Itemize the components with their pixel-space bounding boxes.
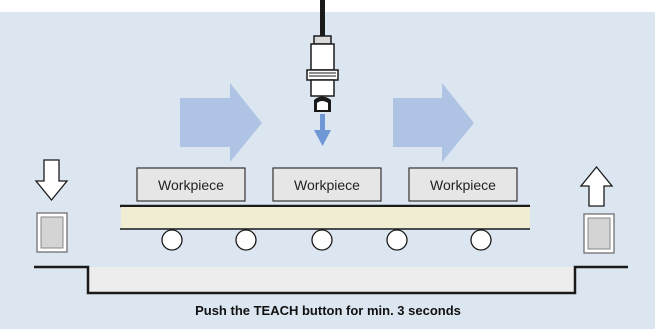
teach-button-released-icon	[583, 213, 615, 254]
workpiece-label: Workpiece	[430, 177, 496, 193]
flow-arrow-left-icon	[180, 83, 262, 162]
flow-arrow-right-icon	[393, 83, 474, 162]
workpiece-3: Workpiece	[408, 167, 518, 202]
workpiece-label: Workpiece	[294, 177, 360, 193]
conveyor	[120, 204, 530, 251]
photoelectric-sensor-icon	[306, 0, 339, 112]
top-margin	[0, 0, 655, 12]
conveyor-rollers	[161, 229, 492, 251]
caption-text: Push the TEACH button for min. 3 seconds	[195, 303, 461, 318]
workpiece-2: Workpiece	[272, 167, 382, 202]
workpiece-1: Workpiece	[136, 167, 246, 202]
down-arrow-icon	[34, 159, 69, 202]
detection-arrow-icon	[314, 114, 331, 146]
teach-button-pressed-icon	[36, 212, 68, 253]
workpiece-label: Workpiece	[158, 177, 224, 193]
up-arrow-icon	[579, 165, 614, 207]
timing-pulse	[34, 265, 628, 295]
